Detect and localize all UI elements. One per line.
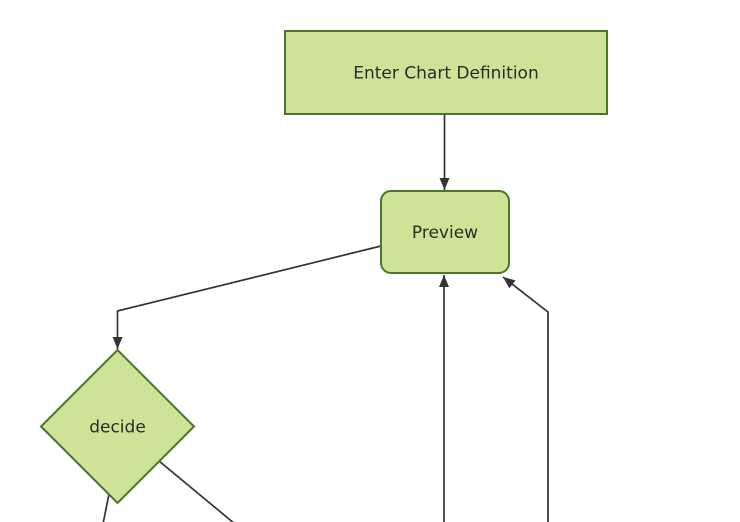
node-label-decide: decide xyxy=(89,417,146,437)
node-preview xyxy=(380,190,510,274)
edge-offscreen-right-to-preview xyxy=(502,276,549,522)
node-enter-chart-definition xyxy=(284,30,608,115)
edge-decide-to-offscreen-bottom-right xyxy=(158,460,234,522)
node-label-enter-chart-definition: Enter Chart Definition xyxy=(353,63,538,83)
node-label-preview: Preview xyxy=(412,223,478,243)
node-decide xyxy=(39,348,196,505)
edge-preview-to-decide xyxy=(112,245,382,349)
edge-decide-to-offscreen-bottom-left xyxy=(102,493,110,522)
